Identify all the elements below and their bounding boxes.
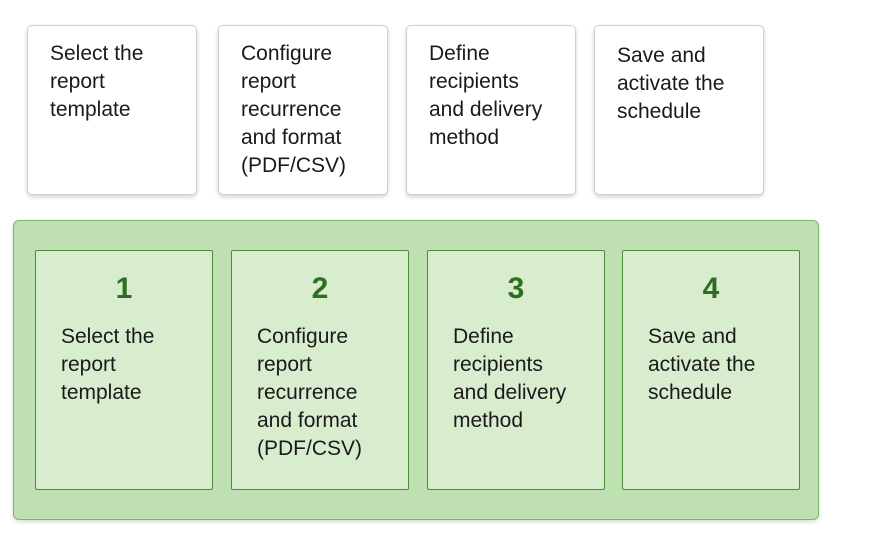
answer-slot-4[interactable]: 4 Save and activate the schedule — [622, 250, 800, 490]
source-card-label: Save and activate the schedule — [617, 44, 725, 123]
answer-slot-label: Define recipients and delivery method — [453, 325, 567, 432]
source-card-configure-recurrence[interactable]: Configure report recurrence and format (… — [218, 25, 388, 195]
source-card-save-activate[interactable]: Save and activate the schedule — [594, 25, 764, 195]
step-number: 4 — [702, 272, 720, 305]
step-number: 2 — [311, 272, 329, 305]
source-card-select-template[interactable]: Select the report template — [27, 25, 197, 195]
step-number: 1 — [115, 272, 133, 305]
source-card-define-recipients[interactable]: Define recipients and delivery method — [406, 25, 576, 195]
answer-slot-label: Select the report template — [61, 325, 155, 404]
answer-slot-1[interactable]: 1 Select the report template — [35, 250, 213, 490]
source-card-label: Configure report recurrence and format (… — [241, 42, 346, 177]
answer-slot-label: Configure report recurrence and format (… — [257, 325, 362, 460]
source-card-label: Define recipients and delivery method — [429, 42, 543, 149]
step-number: 3 — [507, 272, 525, 305]
answer-slot-3[interactable]: 3 Define recipients and delivery method — [427, 250, 605, 490]
answer-slot-label: Save and activate the schedule — [648, 325, 756, 404]
source-card-label: Select the report template — [50, 42, 144, 121]
answer-slot-2[interactable]: 2 Configure report recurrence and format… — [231, 250, 409, 490]
